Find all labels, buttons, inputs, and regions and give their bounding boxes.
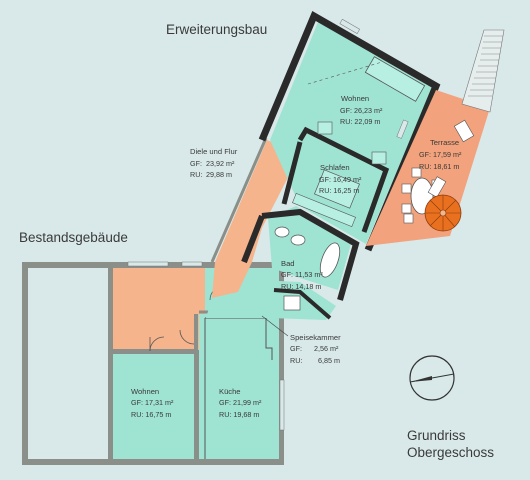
sofa xyxy=(364,56,426,102)
spiral-stair xyxy=(424,194,462,232)
label-speisekammer: Speisekammer xyxy=(290,333,341,342)
svg-text:GF: 21,99 m²: GF: 21,99 m² xyxy=(219,398,262,407)
svg-text:GF:: GF: xyxy=(190,159,202,168)
existing-hall-room xyxy=(113,268,205,350)
bathtub xyxy=(319,242,341,278)
svg-text:RU: 22,09 m: RU: 22,09 m xyxy=(340,117,380,126)
room-speisekammer xyxy=(206,280,336,320)
svg-text:29,88 m: 29,88 m xyxy=(206,170,232,179)
plan-title-line2: Obergeschoss xyxy=(407,445,494,460)
label-terrasse: Terrasse xyxy=(430,138,459,147)
svg-text:GF: 17,59 m²: GF: 17,59 m² xyxy=(419,150,462,159)
svg-text:RU:: RU: xyxy=(190,170,202,179)
svg-text:GF:: GF: xyxy=(290,344,302,353)
existing-left-wing xyxy=(28,268,108,459)
heading-erweiterungsbau: Erweiterungsbau xyxy=(166,22,267,37)
svg-text:RU: 14,18 m: RU: 14,18 m xyxy=(281,282,321,291)
svg-text:RU: 18,61 m: RU: 18,61 m xyxy=(419,162,459,171)
extension-building xyxy=(206,10,441,320)
svg-text:RU:: RU: xyxy=(290,356,302,365)
plan-title-line1: Grundriss xyxy=(407,428,466,443)
label-diele-und-flur: Diele und Flur xyxy=(190,147,238,156)
outdoor-stair xyxy=(461,29,505,113)
svg-text:GF: 17,31 m²: GF: 17,31 m² xyxy=(131,398,174,407)
svg-text:23,92 m²: 23,92 m² xyxy=(206,159,235,168)
label-bad: Bad xyxy=(281,259,295,268)
label-wohnen-extension: Wohnen xyxy=(341,94,369,103)
label-wohnen-existing: Wohnen xyxy=(131,387,159,396)
svg-text:GF: 16,49 m²: GF: 16,49 m² xyxy=(319,175,362,184)
svg-text:6,85 m: 6,85 m xyxy=(318,356,340,365)
svg-text:RU: 16,75 m: RU: 16,75 m xyxy=(131,410,171,419)
shower-tray xyxy=(283,295,301,311)
svg-text:RU: 16,25 m: RU: 16,25 m xyxy=(319,186,359,195)
svg-text:RU: 19,68 m: RU: 19,68 m xyxy=(219,410,259,419)
labels: Erweiterungsbau Bestandsgebäude Grundris… xyxy=(19,22,494,460)
svg-text:2,56 m²: 2,56 m² xyxy=(314,344,339,353)
room-wohnen-existing xyxy=(113,354,194,459)
compass-icon xyxy=(409,355,455,401)
label-schlafen: Schlafen xyxy=(320,163,350,172)
svg-text:GF: 11,53 m²: GF: 11,53 m² xyxy=(281,270,323,279)
bed xyxy=(314,169,360,209)
terrace xyxy=(366,29,505,246)
heading-bestandsgebaeude: Bestandsgebäude xyxy=(19,230,128,245)
svg-text:GF: 26,23 m²: GF: 26,23 m² xyxy=(340,106,383,115)
room-diele-und-flur xyxy=(212,140,300,298)
label-kueche: Küche xyxy=(219,387,241,396)
